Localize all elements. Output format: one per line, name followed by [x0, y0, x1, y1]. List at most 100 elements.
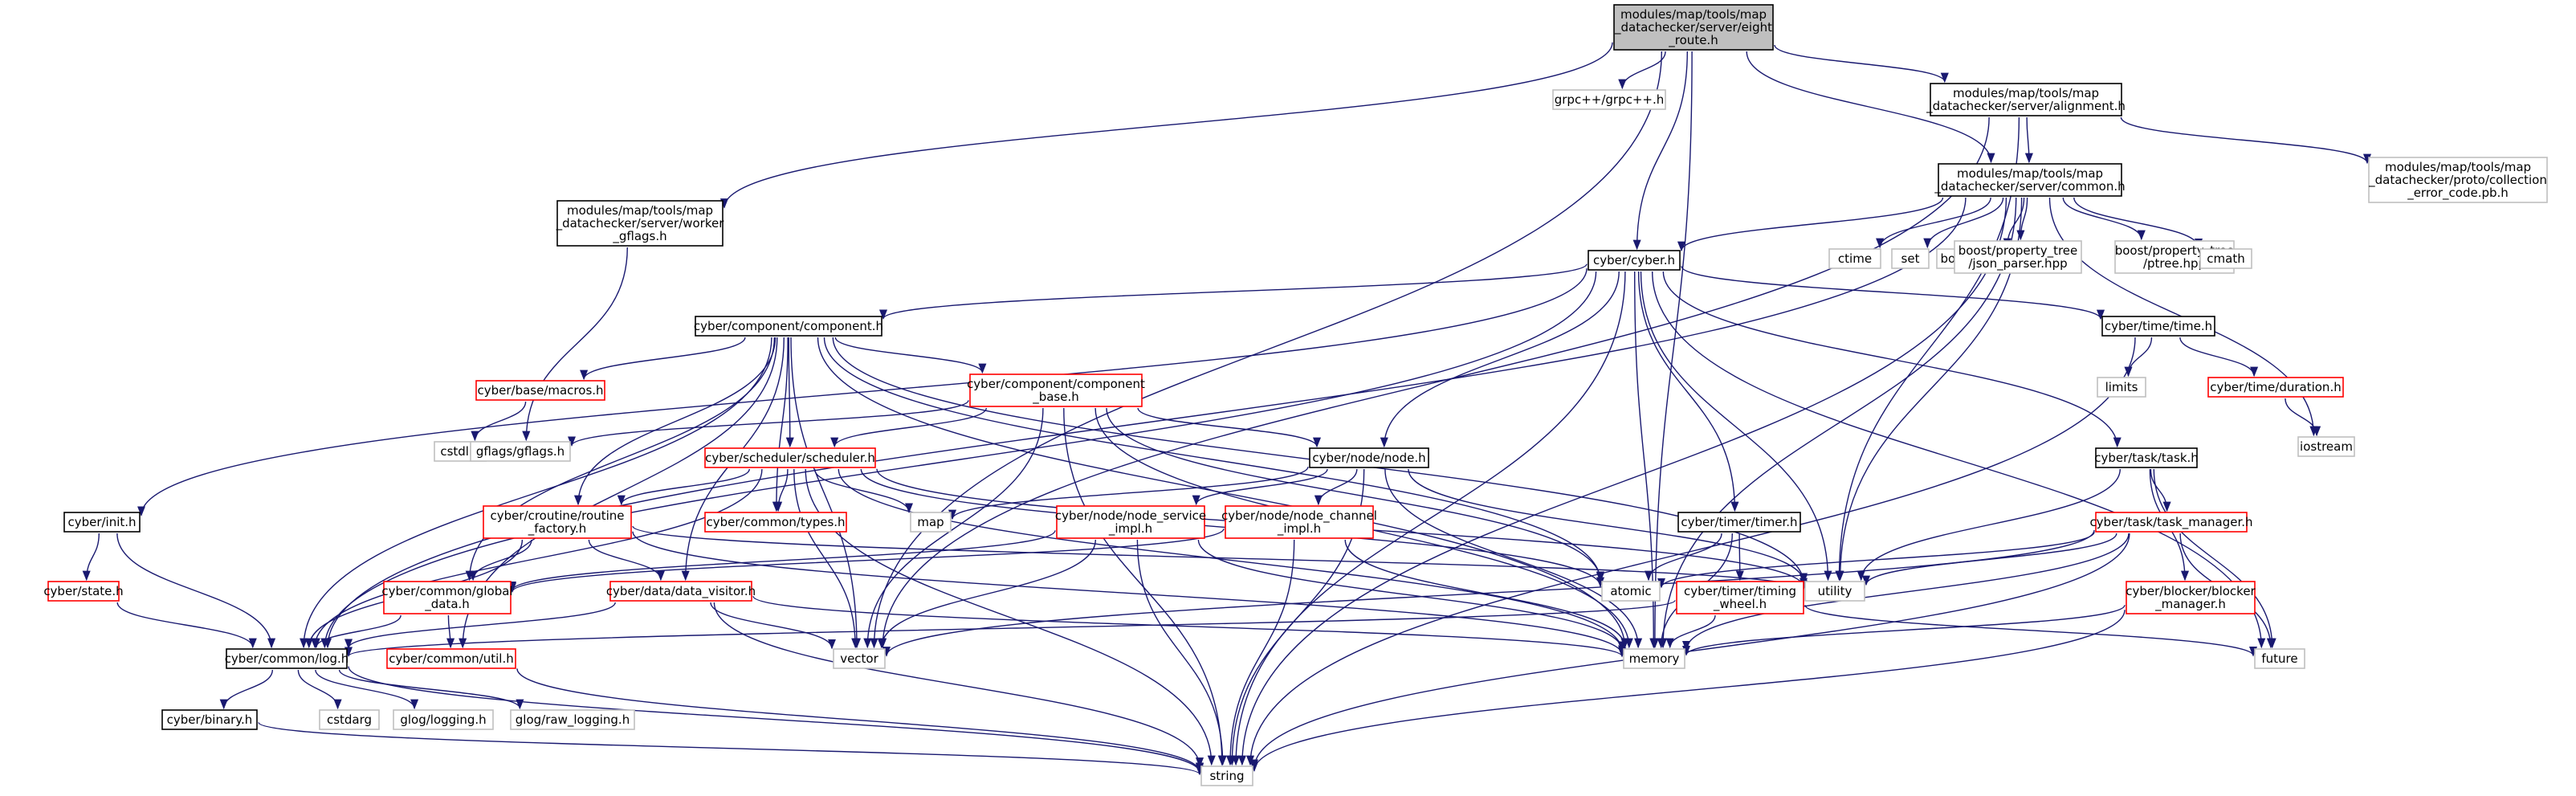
node-label-line: cstdarg: [327, 712, 372, 727]
edge-root-to-grpc: [1618, 51, 1666, 90]
node-label-line: _datachecker/server/common.h: [1934, 179, 2125, 194]
node-cyber[interactable]: cyber/cyber.h: [1588, 250, 1681, 271]
edge-compbase-to-atomic: [1106, 407, 1604, 582]
edge-routine-to-datavisitor: [588, 539, 665, 582]
node-jsonparser: boost/property_tree/json_parser.hpp: [1954, 240, 2082, 274]
edge-log-to-grawlogging: [338, 669, 524, 710]
node-scheduler[interactable]: cyber/scheduler/scheduler.h: [704, 447, 876, 468]
node-label-line: glog/raw_logging.h: [516, 712, 630, 728]
node-box: [1552, 89, 1666, 110]
node-datavisitor[interactable]: cyber/data/data_visitor.h: [606, 581, 756, 602]
node-root[interactable]: modules/map/tools/map_datachecker/server…: [1613, 4, 1774, 51]
edge-scheduler-to-routine: [617, 468, 750, 506]
node-label-line: cyber/state.h: [43, 584, 123, 598]
node-box: [2095, 512, 2248, 533]
node-box: [1056, 505, 1205, 539]
node-nodeh[interactable]: cyber/node/node.h: [1309, 447, 1429, 468]
edge-nodeservice-to-vector: [877, 539, 1096, 649]
node-label-line: boost/property_tree: [1958, 243, 2078, 259]
node-box: [2126, 581, 2256, 614]
node-label-line: _manager.h: [2154, 597, 2226, 612]
edge-common-to-set: [1923, 197, 2004, 249]
node-binary[interactable]: cyber/binary.h: [161, 709, 258, 730]
node-timer[interactable]: cyber/timer/timer.h: [1677, 512, 1801, 533]
node-state[interactable]: cyber/state.h: [43, 581, 124, 602]
edge-component-to-atomic: [823, 337, 1604, 583]
node-types[interactable]: cyber/common/types.h: [704, 512, 847, 533]
node-global[interactable]: cyber/common/global_data.h: [381, 581, 513, 614]
node-box: [833, 648, 886, 669]
node-inith[interactable]: cyber/init.h: [63, 512, 141, 533]
node-compbase[interactable]: cyber/component/component_base.h: [967, 374, 1145, 407]
node-label-line: limits: [2105, 380, 2138, 394]
node-worker[interactable]: modules/map/tools/map_datachecker/server…: [556, 200, 725, 247]
node-iostream: iostream: [2297, 436, 2355, 457]
node-box: [704, 512, 847, 533]
node-label-line: cyber/scheduler/scheduler.h: [705, 451, 875, 465]
node-box: [2368, 157, 2548, 203]
node-common[interactable]: modules/map/tools/map_datachecker/server…: [1934, 163, 2126, 197]
edge-nodechannel-to-string: [1225, 539, 1295, 766]
edge-log-to-binary: [219, 669, 273, 710]
node-label-line: cmath: [2207, 251, 2244, 266]
edge-datavisitor-to-memory: [752, 595, 1626, 658]
node-label-line: cyber/cyber.h: [1593, 253, 1675, 267]
node-label-line: modules/map/tools/map: [1957, 166, 2103, 181]
edge-taskh-to-utility: [1857, 468, 2121, 582]
node-future: future: [2254, 648, 2305, 669]
node-label-line: cyber/node/node.h: [1312, 451, 1425, 465]
edge-root-to-worker: [720, 42, 1613, 209]
node-macros[interactable]: cyber/base/macros.h: [475, 380, 605, 401]
node-label-line: memory: [1629, 651, 1680, 666]
edge-cyber-to-nodeh: [1380, 271, 1620, 448]
node-label-line: _datachecker/server/eight: [1614, 20, 1772, 35]
node-alignment[interactable]: modules/map/tools/map_datachecker/server…: [1926, 83, 2126, 116]
edge-routine-to-utility: [632, 525, 1808, 591]
node-label-line: _wheel.h: [1713, 597, 1767, 612]
node-limits: limits: [2097, 377, 2146, 398]
node-taskmanager[interactable]: cyber/task/task_manager.h: [2089, 512, 2253, 533]
node-label-line: set: [1901, 251, 1920, 266]
edge-datavisitor-to-log: [344, 602, 616, 650]
node-nodeservice[interactable]: cyber/node/node_service_impl.h: [1055, 505, 1206, 539]
node-label-line: cyber/data/data_visitor.h: [606, 584, 756, 599]
edge-compbase-to-gflags: [568, 400, 969, 447]
edge-taskmanager-to-atomic: [1657, 532, 2095, 589]
node-taskh[interactable]: cyber/task/task.h: [2094, 447, 2199, 468]
edge-cyber-to-log: [320, 271, 1597, 649]
edge-blocker-to-memory: [1682, 604, 2126, 656]
node-box: [1623, 648, 1685, 669]
node-box: [556, 200, 723, 247]
node-duration[interactable]: cyber/time/duration.h: [2207, 377, 2344, 398]
node-label-line: cyber/init.h: [67, 515, 136, 529]
node-string: string: [1200, 765, 1253, 786]
node-label-line: vector: [840, 651, 878, 666]
edge-taskmanager-to-memory: [1682, 533, 2130, 651]
node-label-line: cyber/binary.h: [167, 712, 253, 727]
node-label-line: cyber/croutine/routine: [490, 508, 624, 523]
node-routine[interactable]: cyber/croutine/routine_factory.h: [483, 505, 632, 539]
node-box: [475, 380, 605, 401]
node-timeh[interactable]: cyber/time/time.h: [2101, 316, 2215, 337]
node-utility: utility: [1804, 581, 1865, 602]
node-ctime: ctime: [1828, 248, 1881, 269]
node-log[interactable]: cyber/common/log.h: [225, 648, 349, 669]
node-box: [1828, 248, 1881, 269]
node-box: [1930, 83, 2122, 116]
edge-binary-to-string: [258, 721, 1204, 776]
node-nodechannel[interactable]: cyber/node/node_channel_impl.h: [1221, 505, 1377, 539]
edge-cyber-to-taskh: [1662, 271, 2122, 448]
node-label-line: future: [2261, 651, 2297, 666]
edge-timingwheel-to-memory: [1665, 614, 1716, 649]
edge-inith-to-state: [82, 533, 100, 582]
node-timingwheel[interactable]: cyber/timer/timing_wheel.h: [1676, 581, 1804, 614]
node-label-line: modules/map/tools/map: [567, 203, 713, 218]
node-label-line: _impl.h: [1108, 521, 1152, 537]
node-component[interactable]: cyber/component/component.h: [694, 316, 883, 337]
node-label-line: cyber/time/duration.h: [2210, 380, 2341, 394]
edge-compbase-to-scheduler: [830, 407, 987, 448]
node-box: [393, 709, 494, 730]
node-util[interactable]: cyber/common/util.h: [386, 648, 516, 669]
node-blocker[interactable]: cyber/blocker/blocker_manager.h: [2126, 581, 2256, 614]
edge-macros-to-cstdlib: [471, 401, 527, 442]
